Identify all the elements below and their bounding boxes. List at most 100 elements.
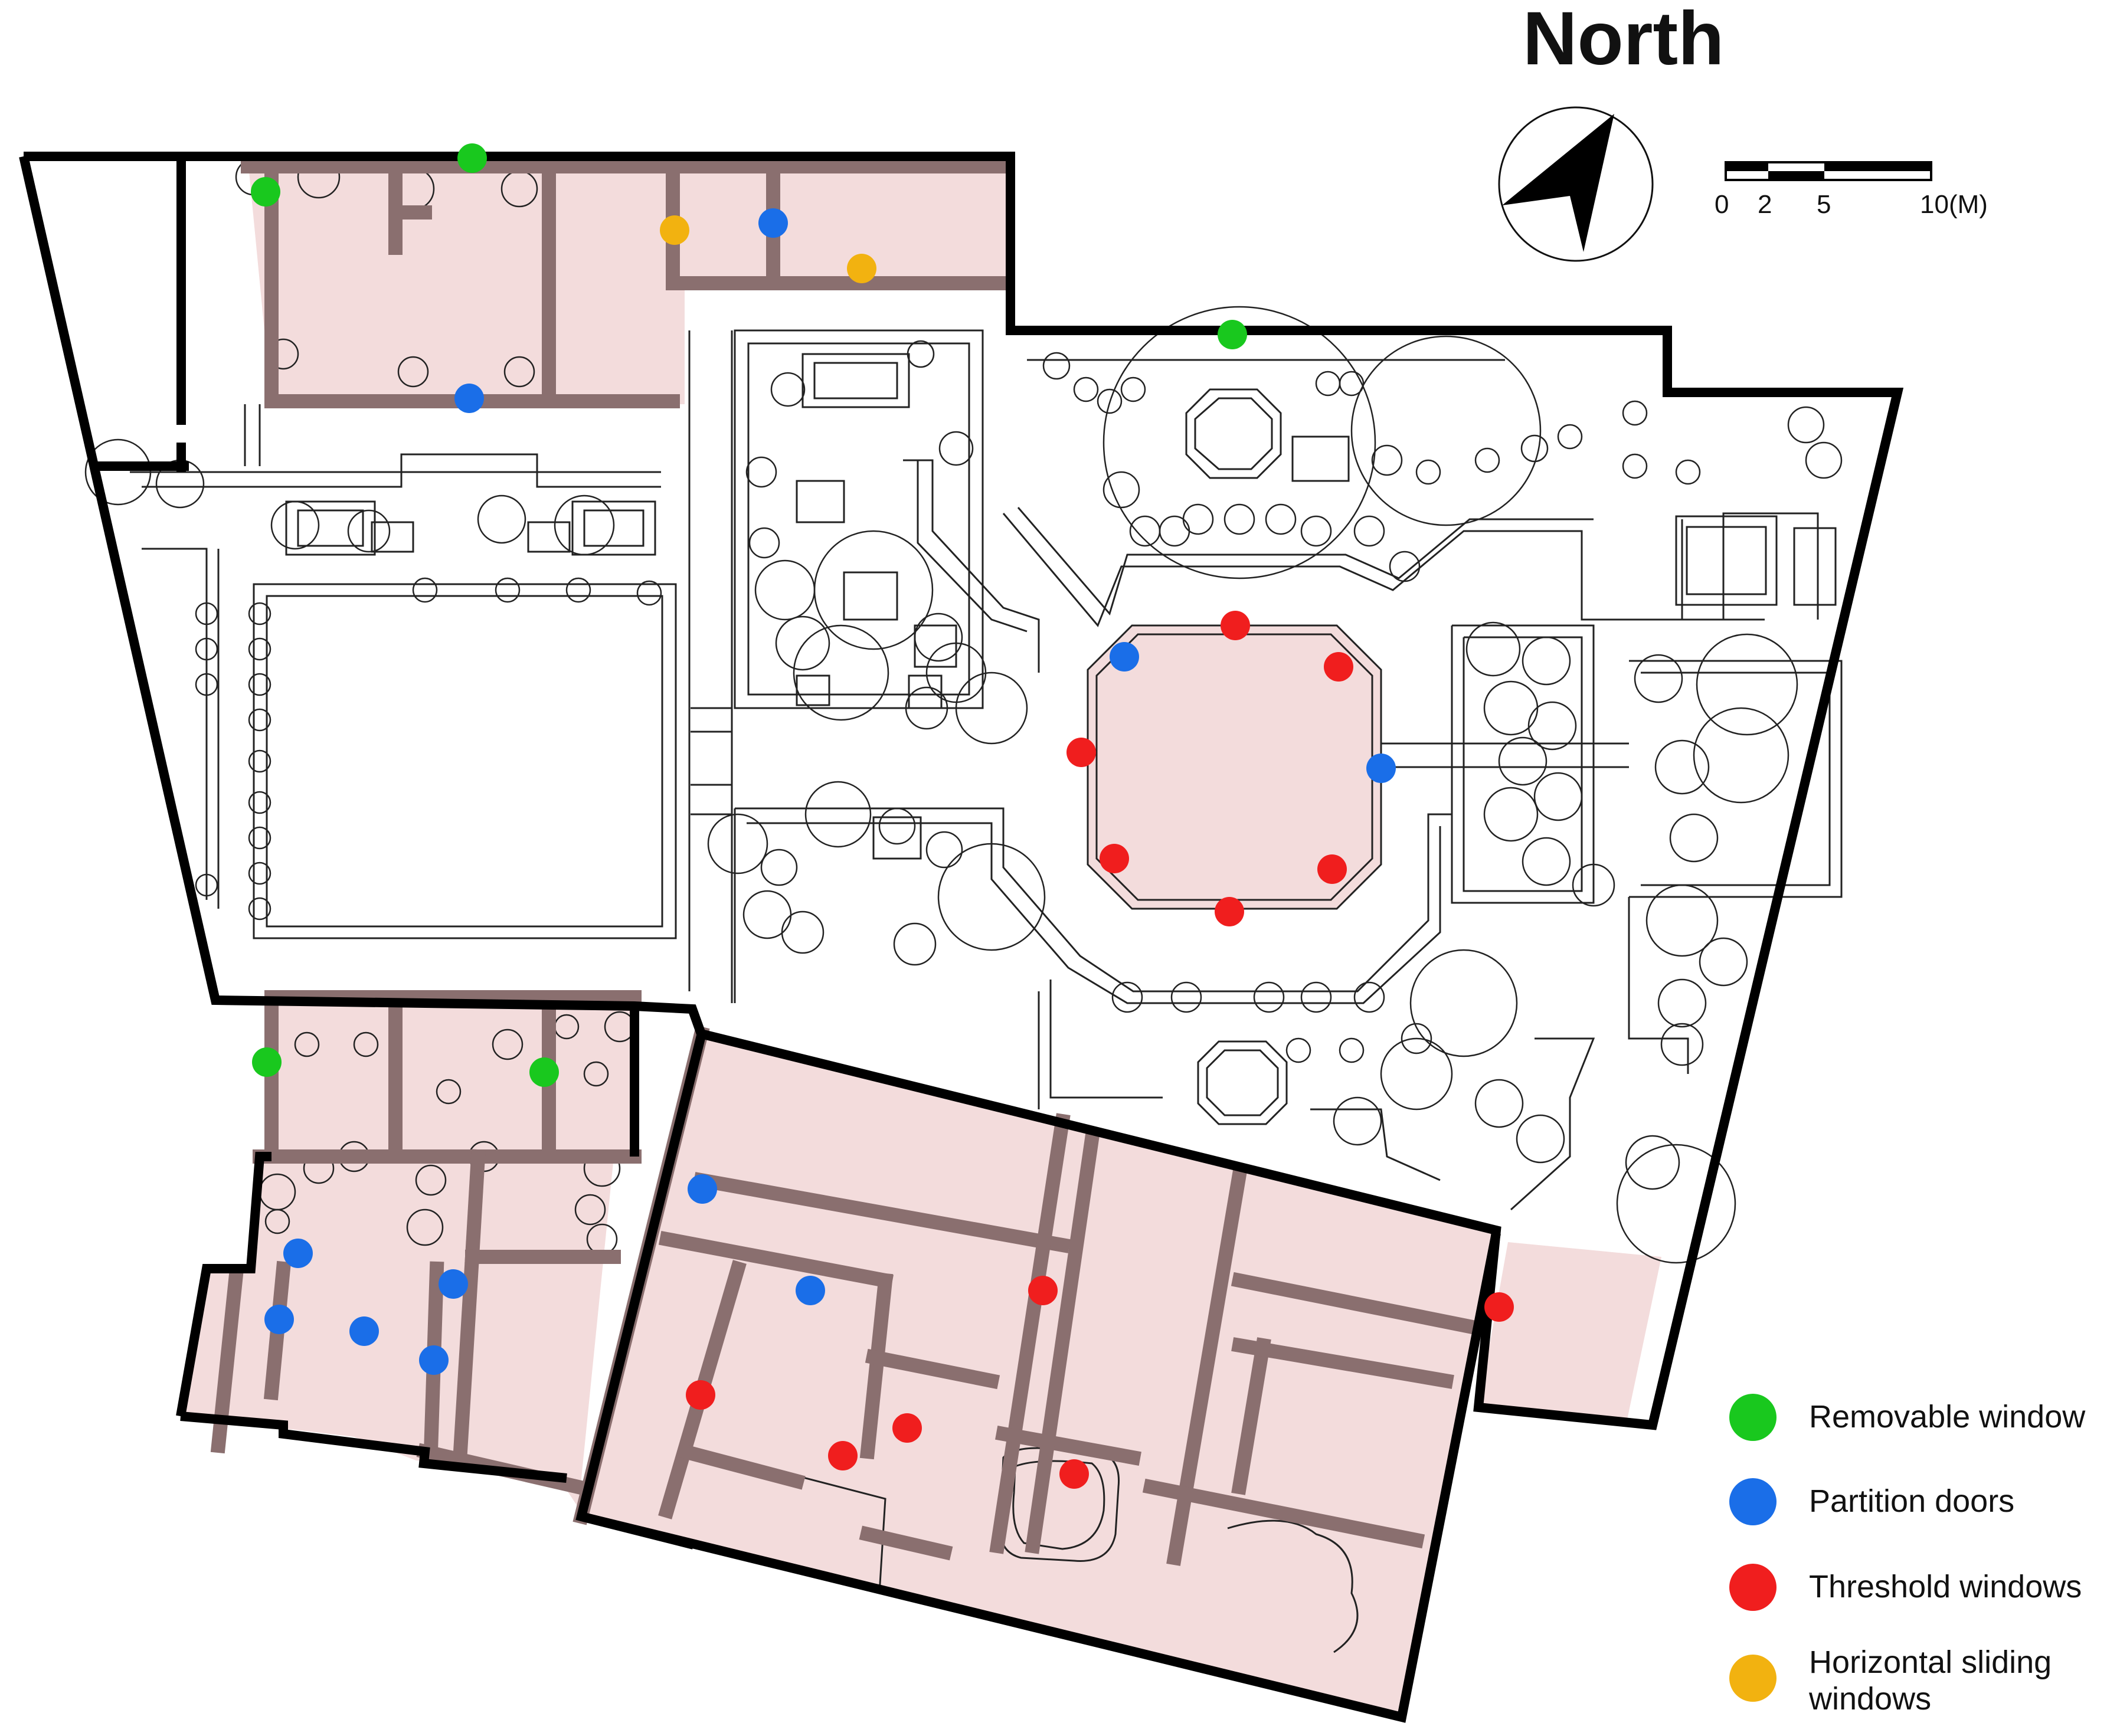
interior-wall-32 [1142, 1478, 1425, 1549]
tree-75 [707, 813, 768, 874]
pavilion-b-inner [297, 509, 364, 547]
tree-21 [248, 862, 271, 885]
tree-106 [1170, 981, 1202, 1013]
legend-label: Threshold windows [1809, 1569, 2082, 1604]
scale-bar [1725, 161, 1932, 181]
removable-window-marker-1 [457, 143, 487, 173]
removable-window-marker-5 [529, 1057, 559, 1087]
interior-wall-27 [859, 1272, 894, 1460]
partition-door-marker-8 [1110, 642, 1139, 672]
tree-22 [248, 897, 271, 921]
tree-103 [1616, 1144, 1736, 1264]
highlight-zones [181, 159, 1661, 1714]
tree-45 [1350, 335, 1542, 526]
tree-52 [1371, 444, 1403, 476]
tree-102 [1516, 1114, 1565, 1164]
southeast-path [1510, 1037, 1595, 1211]
compass-needle [1502, 114, 1614, 252]
tree-72 [878, 807, 916, 845]
garden-court-a-inner [747, 342, 970, 696]
threshold-window-marker-24 [686, 1380, 715, 1410]
tree-6 [554, 494, 615, 556]
threshold-window-marker-17 [1221, 611, 1250, 640]
stone-seat-b [908, 674, 943, 709]
stone-table-d [872, 816, 922, 860]
tree-96 [1657, 978, 1707, 1028]
tree-128 [406, 1208, 444, 1246]
octagon-pavilion-north-inner [1194, 397, 1273, 470]
tree-71 [804, 781, 872, 848]
highlight-zone-1 [248, 159, 1006, 404]
stone-table-b [843, 571, 898, 621]
tree-39 [914, 612, 963, 662]
outer-boundary-sw-west [176, 1152, 271, 1417]
south-garden-path-inner [747, 822, 1441, 1004]
legend-label: Removable window [1809, 1399, 2086, 1434]
tree-110 [1285, 1037, 1311, 1063]
east-court-frame [1629, 660, 1843, 898]
partition-door-marker-10 [688, 1174, 717, 1204]
south-pavilion-line [1049, 980, 1163, 1099]
tree-18 [248, 749, 271, 773]
legend-swatch [1729, 1394, 1777, 1441]
partition-door-marker-6 [758, 208, 788, 238]
interior-wall-21 [453, 1249, 480, 1459]
tree-116 [294, 1031, 320, 1057]
tree-65 [1182, 503, 1214, 535]
octagon-pavilion-south-inner [1206, 1049, 1279, 1116]
tree-54 [1474, 447, 1500, 473]
stone-seat-e [527, 521, 571, 553]
tree-109 [1353, 981, 1385, 1013]
interior-wall-35 [1231, 1337, 1454, 1389]
tree-16 [248, 673, 271, 696]
east-garden-frame-inner [1463, 636, 1583, 892]
tree-126 [574, 1194, 606, 1226]
legend-swatch [1729, 1478, 1777, 1525]
pavilion-c [571, 500, 656, 556]
partition-door-marker-7 [454, 384, 484, 413]
tree-117 [353, 1031, 379, 1057]
tree-12 [195, 637, 218, 661]
sliding-window-marker-30 [847, 254, 876, 283]
threshold-window-marker-27 [1059, 1459, 1089, 1489]
tree-4 [347, 509, 391, 553]
tree-23 [195, 873, 218, 897]
tree-97 [1660, 1023, 1704, 1066]
north-corridor-inner [142, 453, 661, 488]
interior-wall-29 [995, 1426, 1141, 1466]
tree-5 [477, 494, 526, 544]
legend-swatch [1729, 1655, 1777, 1702]
east-court-frame-inner [1641, 672, 1831, 886]
trees-layer [84, 155, 1843, 1264]
tree-19 [248, 791, 271, 814]
partition-door-marker-9 [1366, 754, 1396, 783]
highlight-zone-octagon [1088, 625, 1381, 909]
east-garden-frame [1451, 624, 1595, 904]
south-step-line [1310, 1108, 1441, 1181]
south-garden-path-outer [735, 807, 1452, 993]
interior-wall-33 [1231, 1272, 1484, 1337]
tree-66 [1223, 503, 1255, 535]
tree-28 [397, 356, 429, 388]
octagon-hall-outer [1087, 624, 1382, 910]
partition-door-marker-13 [264, 1305, 294, 1334]
tree-14 [248, 602, 271, 625]
partition-door-marker-12 [439, 1269, 468, 1299]
partition-door-marker-11 [283, 1239, 313, 1268]
tree-58 [1622, 453, 1648, 479]
tree-68 [1300, 515, 1332, 547]
tree-70 [1389, 551, 1421, 582]
north-winding-corridor [1002, 512, 1819, 627]
legend-swatch [1729, 1564, 1777, 1611]
tree-85 [1533, 772, 1583, 821]
partition-door-marker-15 [419, 1345, 449, 1375]
tree-11 [195, 602, 218, 625]
tree-127 [264, 1208, 290, 1234]
tree-51 [1339, 371, 1365, 397]
tree-92 [1654, 739, 1710, 795]
tree-95 [1699, 937, 1748, 987]
interior-wall-37 [859, 1525, 953, 1561]
tree-67 [1265, 503, 1297, 535]
tree-37 [793, 624, 889, 721]
scale-label-5: 5 [1817, 190, 1831, 219]
